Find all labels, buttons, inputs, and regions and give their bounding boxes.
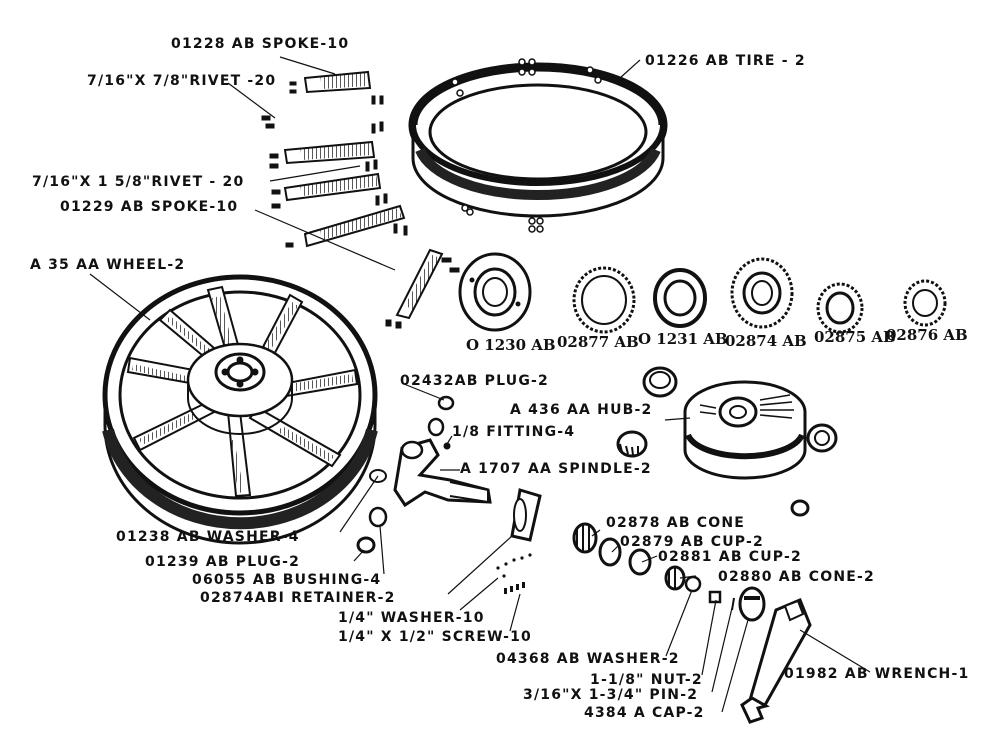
label-hub: A 436 AA HUB-2	[510, 402, 653, 418]
part-number-02874: 02874 AB	[725, 332, 807, 350]
hub-component-row	[458, 252, 947, 334]
part-number-02875: 02875 AB	[814, 328, 896, 346]
spoke-set	[261, 70, 460, 329]
label-cone-02878: 02878 AB CONE	[606, 515, 746, 531]
part-02875	[816, 282, 864, 334]
part-number-01230: O 1230 AB	[466, 336, 556, 354]
label-spoke-01228: 01228 AB SPOKE-10	[171, 36, 350, 52]
part-02877	[572, 266, 636, 334]
spoke	[303, 70, 372, 94]
part-number-02877: 02877 AB	[557, 333, 639, 351]
label-washer-04368: 04368 AB WASHER-2	[496, 651, 680, 667]
label-rivet-7-8: 7/16"X 7/8"RIVET -20	[87, 73, 277, 89]
label-pin: 3/16"X 1-3/4" PIN-2	[523, 687, 699, 703]
spoke	[303, 204, 406, 248]
wrench	[740, 598, 812, 724]
label-cap: 4384 A CAP-2	[584, 705, 705, 721]
label-rivet-1-5-8: 7/16"X 1 5/8"RIVET - 20	[32, 174, 245, 190]
part-02876	[903, 279, 947, 327]
label-cup-02879: 02879 AB CUP-2	[620, 534, 764, 550]
part-01230	[458, 252, 532, 332]
label-washer-01238: 01238 AB WASHER-4	[116, 529, 300, 545]
label-bushing: 06055 AB BUSHING-4	[192, 572, 382, 588]
hub-assembly	[616, 366, 838, 517]
label-spindle: A 1707 AA SPINDLE-2	[460, 461, 652, 477]
rivet-set	[261, 81, 460, 329]
part-number-02876: 02876 AB	[886, 326, 968, 344]
wheel-assembly	[102, 274, 378, 545]
leader-lines	[89, 56, 871, 713]
spoke	[395, 248, 444, 320]
label-wrench: 01982 AB WRENCH-1	[784, 666, 970, 682]
label-screw-quarter: 1/4" X 1/2" SCREW-10	[338, 629, 533, 645]
part-number-01231: O 1231 AB	[638, 330, 728, 348]
bearing-set	[572, 522, 766, 622]
tire-ring	[408, 58, 668, 233]
label-cup-02881: 02881 AB CUP-2	[658, 549, 802, 565]
label-spoke-01229: 01229 AB SPOKE-10	[60, 199, 239, 215]
label-plug-02432: 02432AB PLUG-2	[400, 373, 549, 389]
label-plug-01239: 01239 AB PLUG-2	[145, 554, 301, 570]
label-fitting: 1/8 FITTING-4	[452, 424, 576, 440]
spoke	[283, 172, 382, 202]
label-nut: 1-1/8" NUT-2	[590, 672, 703, 688]
spoke	[283, 140, 376, 165]
part-02874	[730, 257, 794, 329]
label-cone-02880: 02880 AB CONE-2	[718, 569, 875, 585]
spindle-assembly	[356, 395, 542, 594]
part-01231	[653, 268, 707, 328]
label-retainer: 02874ABI RETAINER-2	[200, 590, 396, 606]
label-wheel: A 35 AA WHEEL-2	[30, 257, 186, 273]
label-washer-quarter: 1/4" WASHER-10	[338, 610, 485, 626]
label-tire: 01226 AB TIRE - 2	[645, 53, 806, 69]
